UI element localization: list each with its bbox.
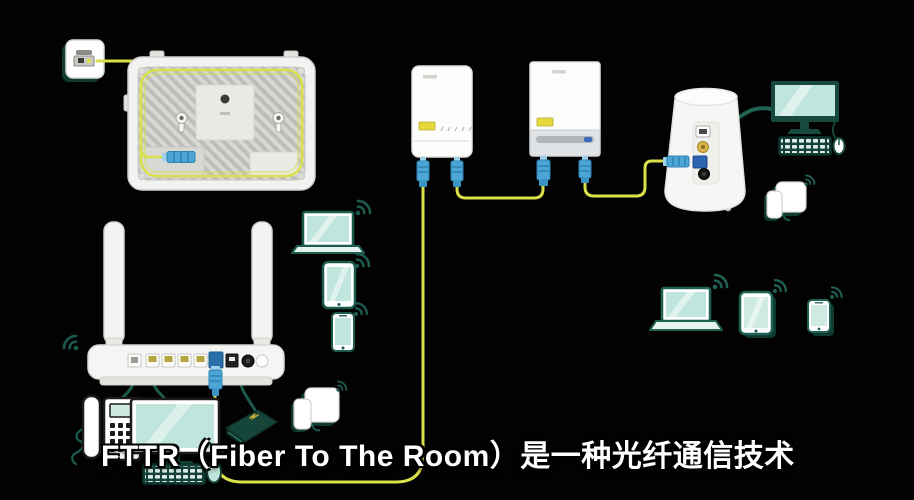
smartphone-icon (807, 299, 834, 336)
ont-unit-2 (529, 61, 601, 186)
desktop-pc (771, 81, 846, 156)
fiber-coil (139, 68, 304, 178)
fiber-connector (416, 157, 430, 187)
desktop-monitor-icon (129, 397, 221, 466)
main-gateway-rear (123, 50, 316, 191)
wifi-signal-icon (60, 332, 85, 357)
mouse-icon (831, 121, 846, 155)
fiber-connector (162, 151, 196, 163)
cylinder-router (663, 87, 746, 212)
fiber-connector (536, 156, 551, 186)
gold-mark (249, 413, 259, 421)
tablet-icon (738, 290, 776, 338)
fiber-ont1-to-ont2 (455, 182, 545, 200)
label-sticker (536, 117, 554, 127)
keyhole-mount (272, 112, 285, 133)
subtitle-caption: FTTR（Fiber To The Room）是一种光纤通信技术 (101, 440, 795, 473)
fiber-connector (663, 155, 690, 168)
fiber-connector (450, 157, 464, 187)
ont-unit-1 (411, 65, 473, 187)
smart-plug-icon (291, 387, 340, 432)
desktop-monitor-icon (771, 81, 839, 134)
status-leds (440, 126, 472, 132)
fiber-port (208, 351, 224, 369)
keyhole-mount (175, 112, 188, 133)
antenna-right (251, 221, 273, 345)
laptop-icon (291, 210, 365, 254)
tablet-icon (321, 260, 357, 310)
router-ports (127, 351, 269, 369)
fiber-ont2-to-cylinder (583, 159, 667, 198)
wifi-router-rear (87, 221, 285, 396)
brand-logo (423, 75, 437, 79)
laptop-icon (649, 286, 723, 331)
smartphone-icon (331, 312, 355, 352)
brand-logo (552, 70, 566, 74)
fiber-port (692, 155, 708, 169)
keyboard-icon (142, 463, 206, 485)
set-top-box-icon (225, 409, 278, 448)
label-sticker (418, 121, 436, 131)
keyboard-icon (778, 136, 832, 156)
mouse-icon (206, 447, 225, 484)
fiber-connector (578, 156, 592, 183)
smart-plug-icon (764, 181, 807, 222)
fiber-connector (208, 366, 223, 396)
antenna-left (103, 221, 125, 345)
